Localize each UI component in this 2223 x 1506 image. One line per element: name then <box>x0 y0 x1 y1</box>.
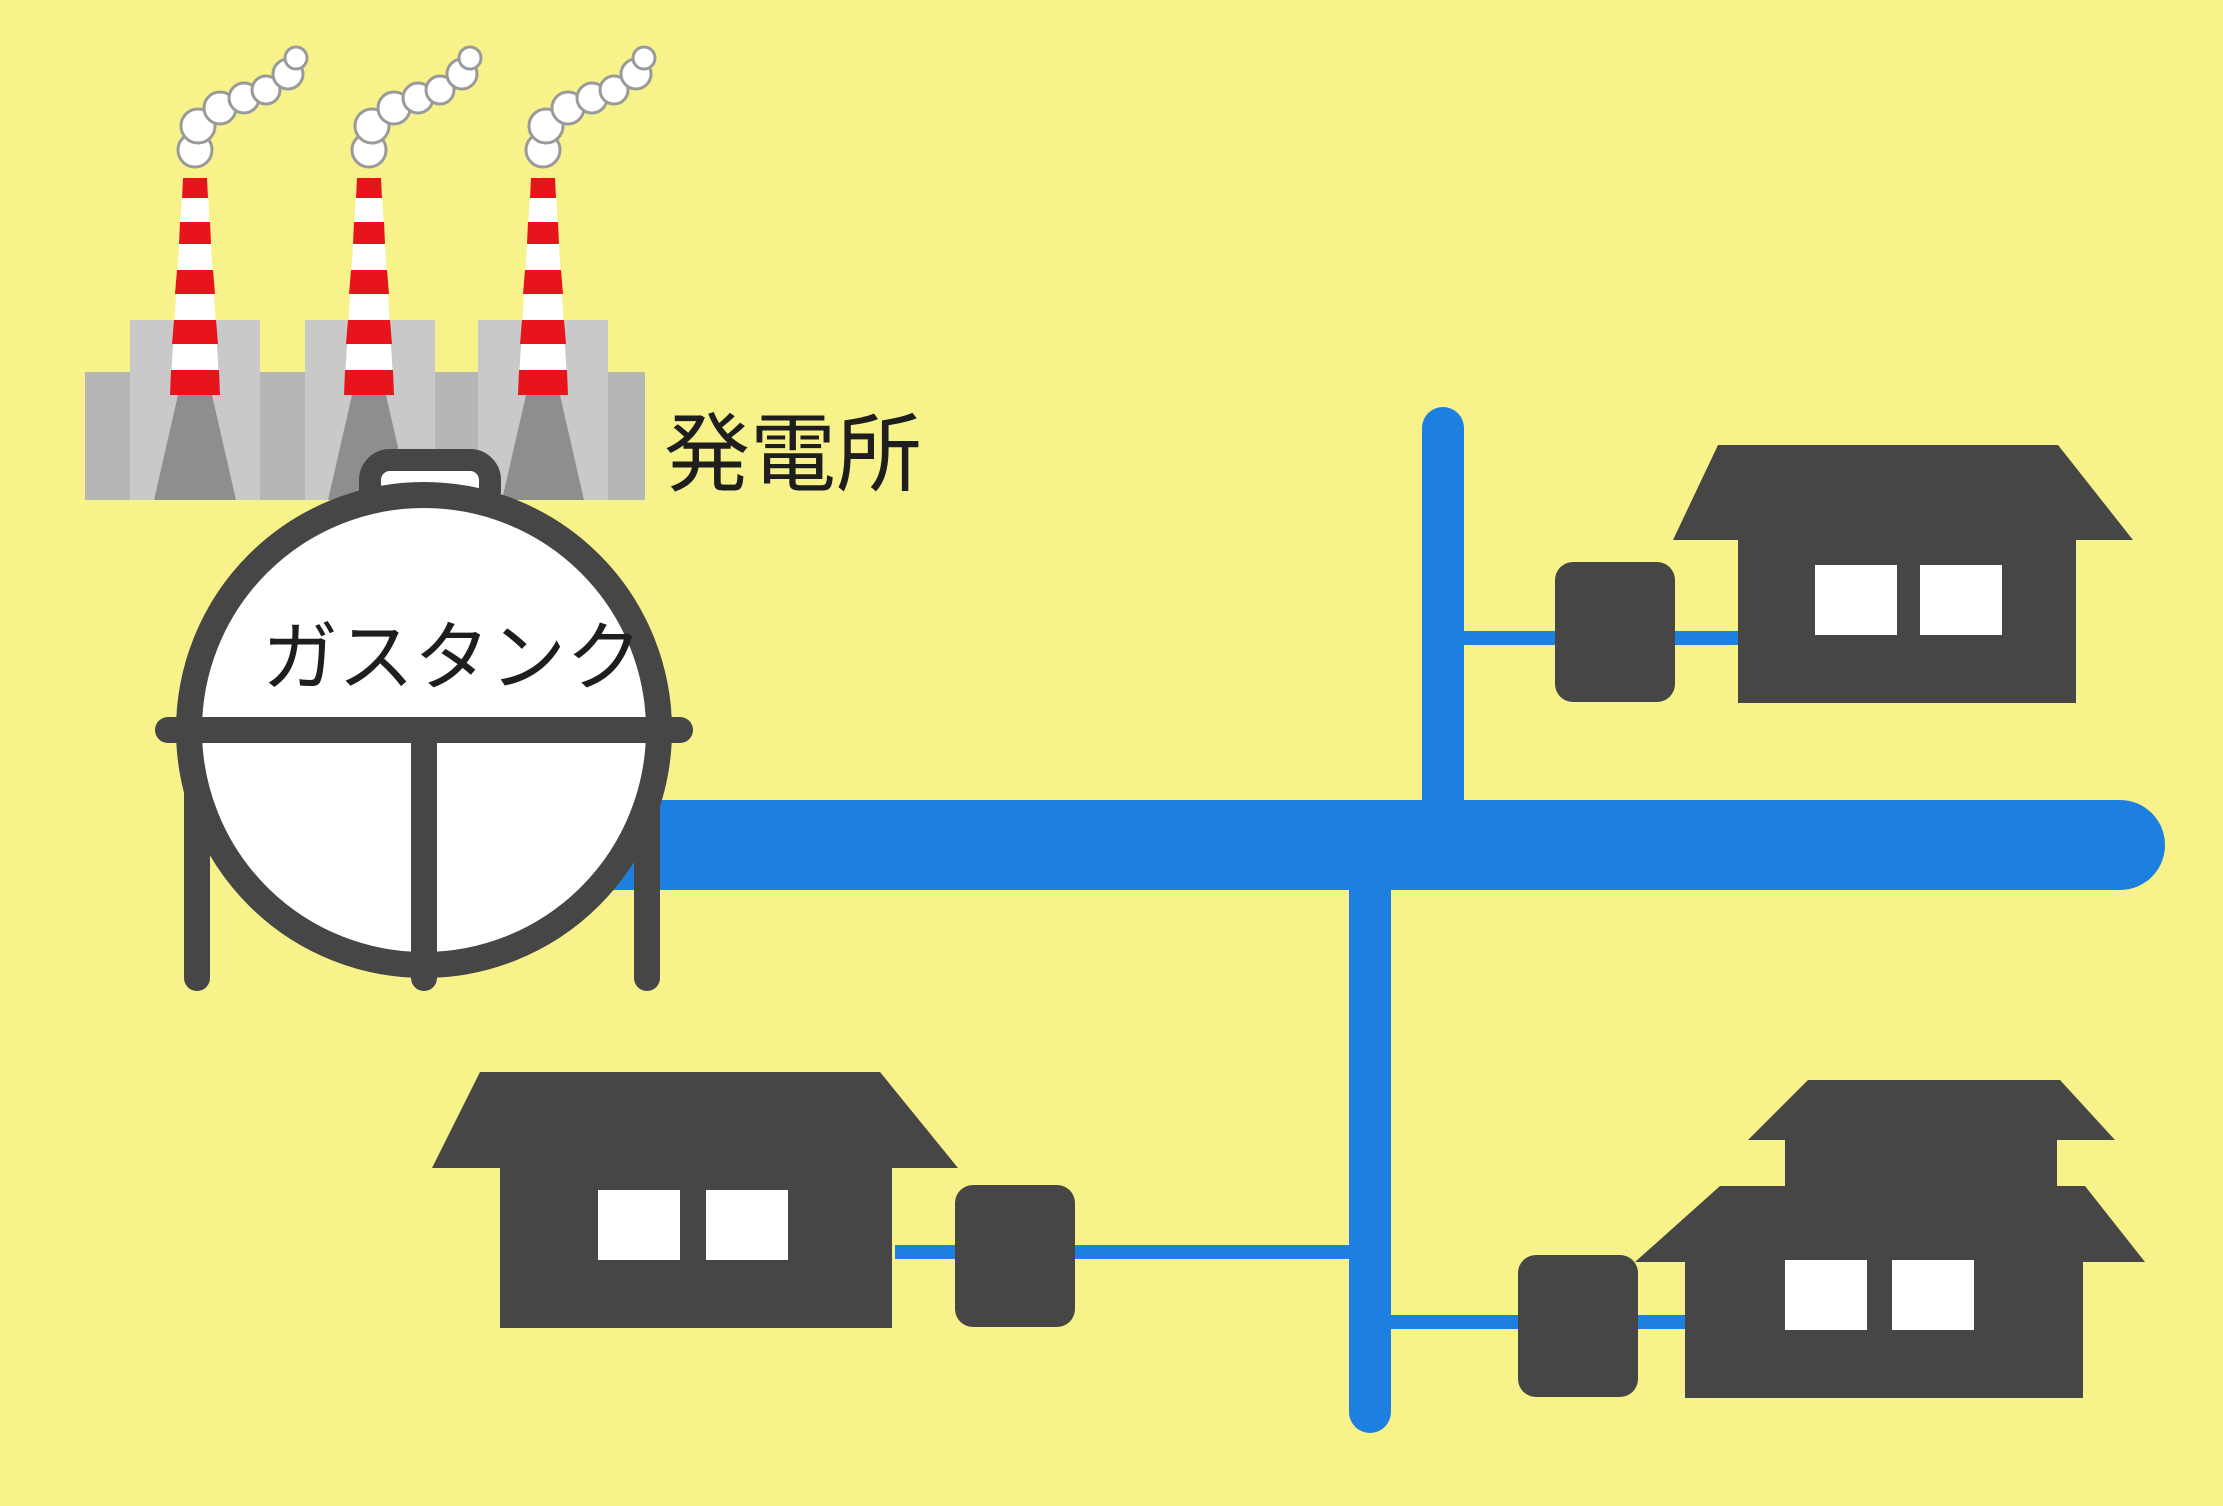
house-window <box>706 1190 788 1260</box>
house-bottom-right <box>1518 1080 2145 1398</box>
house-upper-roof <box>1748 1080 2115 1140</box>
smoke-2 <box>350 45 483 169</box>
house-window <box>1920 565 2002 635</box>
house-body <box>1738 535 2076 703</box>
house-body <box>1685 1258 2083 1398</box>
power-plant <box>85 45 657 500</box>
gas-meter <box>1555 562 1675 702</box>
house-top-right <box>1555 445 2133 703</box>
power-plant-label: 発電所 <box>664 405 922 505</box>
chimney-3 <box>518 178 568 395</box>
house-window <box>1892 1260 1974 1330</box>
gas-tank-label: ガスタンク <box>262 613 642 702</box>
gas-meter <box>1518 1255 1638 1397</box>
house-window <box>1815 565 1897 635</box>
house-window <box>1785 1260 1867 1330</box>
plant-shadow-3 <box>502 395 584 500</box>
house-roof <box>1673 445 2133 540</box>
house-roof <box>432 1072 958 1168</box>
house-window <box>598 1190 680 1260</box>
chimney-1 <box>170 178 220 395</box>
gas-tank <box>155 449 693 991</box>
house-bottom-left <box>432 1072 1075 1328</box>
chimney-2 <box>344 178 394 395</box>
smoke-1 <box>176 45 309 169</box>
house-roof <box>1635 1186 2145 1262</box>
smoke-3 <box>524 45 657 169</box>
house-body <box>500 1160 892 1328</box>
gas-pipes <box>555 407 2165 1433</box>
gas-meter <box>955 1185 1075 1327</box>
plant-shadow-1 <box>154 395 236 500</box>
